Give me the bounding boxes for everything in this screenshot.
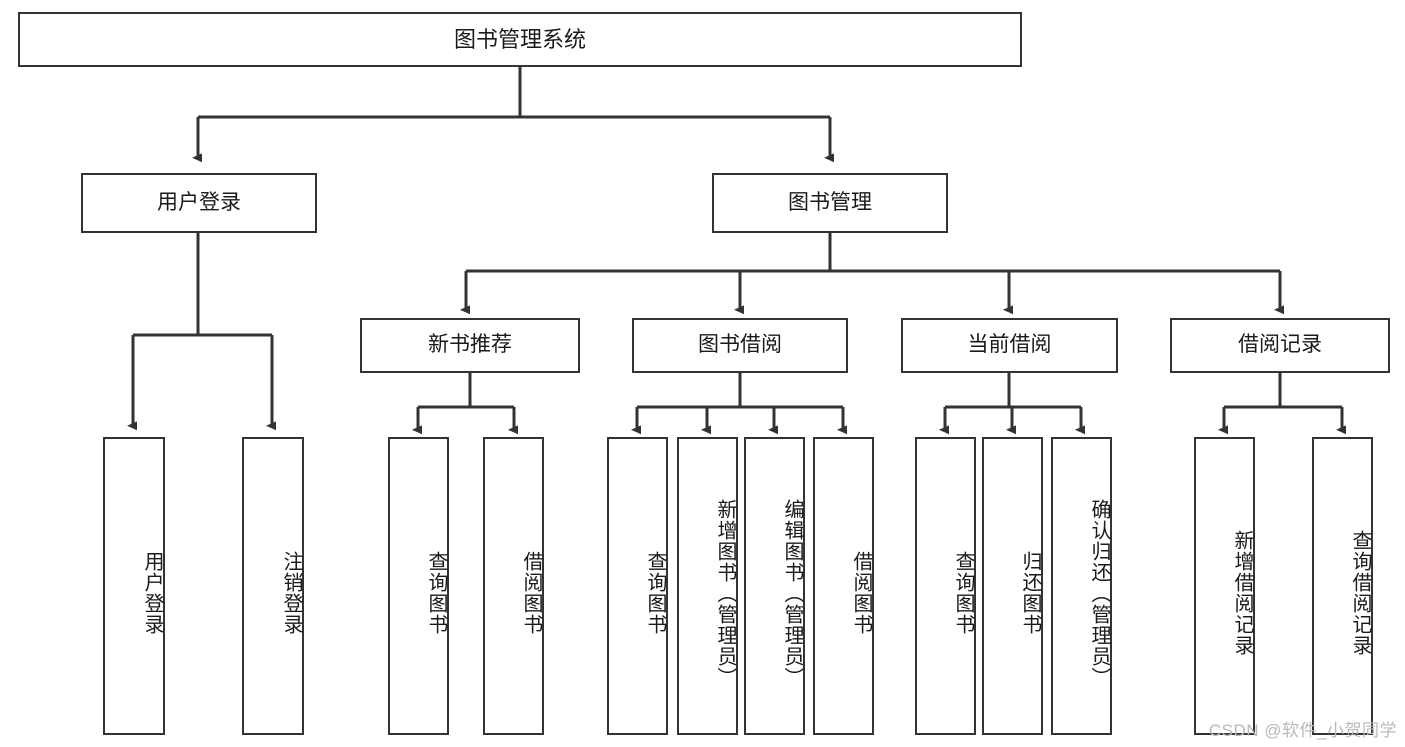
leaf-label: 借阅图书 — [850, 551, 872, 635]
leaf-label: 用户登录 — [141, 551, 163, 635]
leaf-label: 新增借阅记录 — [1231, 530, 1253, 656]
leaf-label: 确认归还（管理员） — [1088, 498, 1110, 688]
node-user-login[interactable]: 用户登录 — [81, 173, 317, 233]
node-root[interactable]: 图书管理系统 — [18, 12, 1022, 67]
node-current-borrow[interactable]: 当前借阅 — [901, 318, 1118, 373]
leaf-query-book-borrow[interactable]: 查询图书 — [607, 437, 668, 735]
leaf-label: 编辑图书（管理员） — [781, 498, 803, 688]
leaf-label: 新增图书（管理员） — [714, 498, 736, 688]
csdn-watermark: CSDN @软件_小贺同学 — [1208, 721, 1397, 740]
leaf-query-book-recommend[interactable]: 查询图书 — [388, 437, 449, 735]
node-borrow-record[interactable]: 借阅记录 — [1170, 318, 1390, 373]
leaf-label: 注销登录 — [280, 551, 302, 635]
leaf-add-borrow-record[interactable]: 新增借阅记录 — [1194, 437, 1255, 735]
leaf-label: 查询图书 — [425, 551, 447, 635]
leaf-logout-login[interactable]: 注销登录 — [242, 437, 304, 735]
leaf-label: 借阅图书 — [520, 551, 542, 635]
leaf-return-book[interactable]: 归还图书 — [982, 437, 1043, 735]
leaf-user-login[interactable]: 用户登录 — [103, 437, 165, 735]
leaf-label: 归还图书 — [1019, 551, 1041, 635]
leaf-borrow-book-recommend[interactable]: 借阅图书 — [483, 437, 544, 735]
leaf-label: 查询借阅记录 — [1349, 530, 1371, 656]
leaf-label: 查询图书 — [952, 551, 974, 635]
leaf-edit-book[interactable]: 编辑图书（管理员） — [744, 437, 805, 735]
node-book-borrow[interactable]: 图书借阅 — [632, 318, 848, 373]
leaf-query-borrow-record[interactable]: 查询借阅记录 — [1312, 437, 1373, 735]
leaf-label: 查询图书 — [644, 551, 666, 635]
leaf-borrow-book[interactable]: 借阅图书 — [813, 437, 874, 735]
leaf-confirm-return[interactable]: 确认归还（管理员） — [1051, 437, 1112, 735]
leaf-add-book[interactable]: 新增图书（管理员） — [677, 437, 738, 735]
node-book-management[interactable]: 图书管理 — [712, 173, 948, 233]
node-new-book-recommend[interactable]: 新书推荐 — [360, 318, 580, 373]
leaf-query-book-current[interactable]: 查询图书 — [915, 437, 976, 735]
